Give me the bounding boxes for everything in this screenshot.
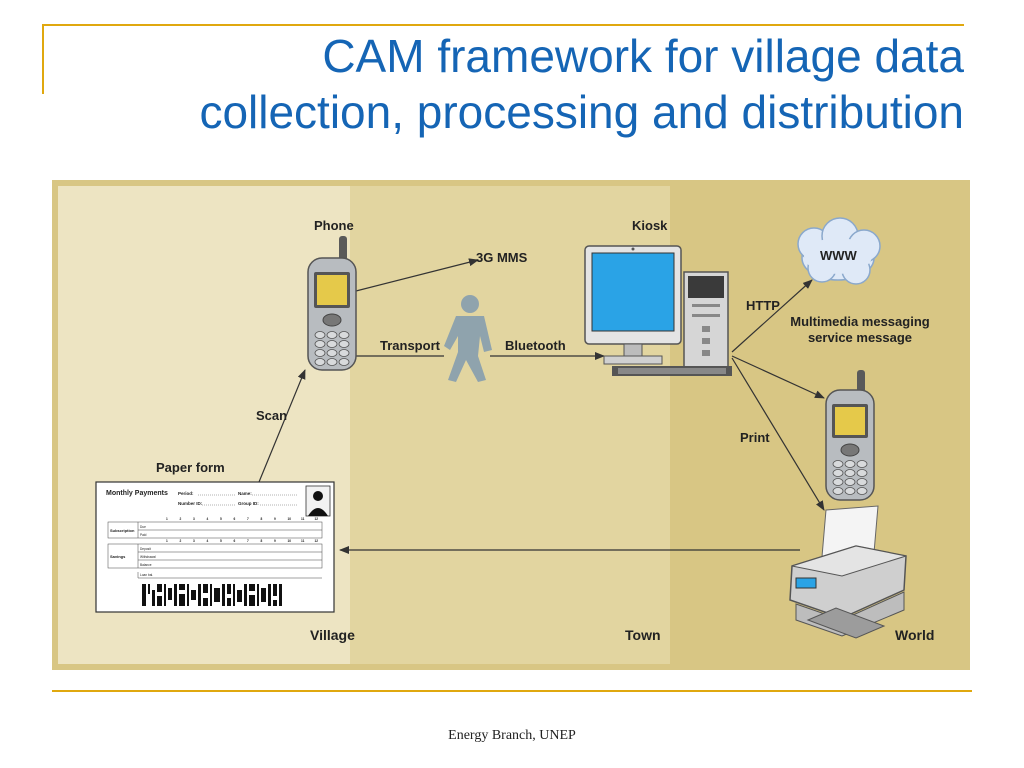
kiosk-computer-icon — [584, 245, 732, 376]
form-column-number: 6 — [234, 517, 236, 521]
node-label-www: WWW — [820, 248, 858, 263]
form-field-name: Name: — [238, 491, 252, 496]
form-column-number: 8 — [261, 539, 263, 543]
form-column-number: 2 — [180, 517, 182, 521]
node-label-phone: Phone — [314, 218, 354, 233]
receiving-phone-icon — [825, 370, 875, 501]
form-column-number: 10 — [288, 517, 292, 521]
form-sublabel-withdrawal: Withdrawal — [140, 555, 156, 559]
form-column-number: 12 — [315, 517, 319, 521]
form-column-number: 10 — [288, 539, 292, 543]
node-label-paper-form: Paper form — [156, 460, 225, 475]
printer-icon — [789, 505, 907, 639]
form-column-number: 11 — [301, 517, 305, 521]
form-sublabel-paid: Paid — [140, 533, 147, 537]
zone-label-world: World — [895, 627, 934, 643]
form-column-number: 5 — [220, 539, 222, 543]
node-label-mms-line-2: service message — [808, 330, 912, 345]
edge-http — [731, 279, 813, 353]
phone-icon — [307, 236, 357, 371]
form-row-savings: Savings — [110, 554, 126, 559]
form-column-number: 1 — [166, 517, 168, 521]
form-sublabel-balance: Balance — [140, 563, 152, 567]
form-column-number: 4 — [207, 539, 209, 543]
form-column-number: 7 — [247, 539, 249, 543]
form-column-number: 2 — [180, 539, 182, 543]
edge-label-3g-mms: 3G MMS — [476, 250, 528, 265]
page-title-line-2: collection, processing and distribution — [199, 86, 964, 138]
form-column-number: 9 — [274, 539, 276, 543]
edge-label-print: Print — [740, 430, 770, 445]
form-column-number: 8 — [261, 517, 263, 521]
form-field-period: Period: — [178, 491, 194, 496]
edge-print — [731, 357, 825, 511]
cam-framework-diagram: Village Town World Scan 3G MMS Transport… — [52, 180, 970, 670]
edge-3g-mms — [351, 258, 479, 293]
form-barcode-icon — [142, 584, 282, 606]
edge-label-bluetooth: Bluetooth — [505, 338, 566, 353]
form-column-number: 3 — [193, 539, 195, 543]
edge-label-scan: Scan — [256, 408, 287, 423]
page-title: CAM framework for village data collectio… — [64, 28, 964, 140]
zone-label-village: Village — [310, 627, 355, 643]
edge-scan — [258, 369, 306, 483]
zone-label-town: Town — [625, 627, 661, 643]
title-accent-rule — [42, 24, 964, 26]
edge-label-transport: Transport — [380, 338, 441, 353]
node-label-kiosk: Kiosk — [632, 218, 668, 233]
form-sublabel-deposit: Deposit — [140, 547, 151, 551]
form-sublabel-due: Due — [140, 525, 146, 529]
form-field-number-id: Number ID: — [178, 501, 203, 506]
form-column-number: 7 — [247, 517, 249, 521]
paper-form-document: Monthly Payments Period: Name: Number ID… — [95, 481, 335, 613]
courier-person-icon — [444, 295, 492, 382]
form-column-number: 5 — [220, 517, 222, 521]
www-cloud-icon — [797, 217, 881, 285]
form-column-number: 1 — [166, 539, 168, 543]
form-column-number: 6 — [234, 539, 236, 543]
form-sublabel-loan: Loan bal. — [140, 573, 153, 577]
form-row-subscription: Subscription — [110, 528, 135, 533]
node-label-mms-line-1: Multimedia messaging — [790, 314, 929, 329]
form-column-number: 4 — [207, 517, 209, 521]
form-column-number: 12 — [315, 539, 319, 543]
page-title-line-1: CAM framework for village data — [322, 30, 964, 82]
footer-accent-rule — [52, 690, 972, 692]
form-column-number: 11 — [301, 539, 305, 543]
footer-credit: Energy Branch, UNEP — [448, 728, 576, 743]
edge-mms-to-phone — [731, 355, 825, 399]
edge-label-http: HTTP — [746, 298, 780, 313]
form-column-number: 9 — [274, 517, 276, 521]
title-accent-corner — [42, 24, 44, 94]
form-heading: Monthly Payments — [106, 490, 168, 497]
form-column-number: 3 — [193, 517, 195, 521]
form-field-group-id: Group ID: — [238, 501, 259, 506]
